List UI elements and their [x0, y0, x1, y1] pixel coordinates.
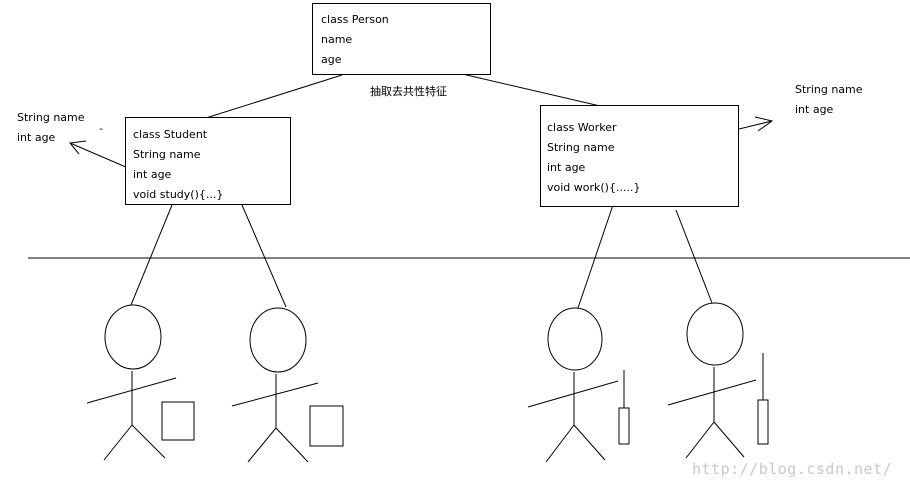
worker-method-work: void work(){.....}: [547, 181, 641, 194]
worker-to-figure-2: [675, 209, 713, 304]
extract-common-label: 抽取去共性特征: [370, 85, 447, 98]
student-to-figure-1: [130, 204, 173, 306]
right-extracted-field-name: String name: [795, 83, 863, 96]
worker-figure-2: [667, 302, 769, 459]
worker-figure-1: [527, 307, 630, 463]
tool-icon: [618, 407, 630, 445]
tool-icon: [757, 399, 769, 445]
left-extracted-dash: -: [99, 122, 103, 135]
worker-field-age: int age: [547, 161, 586, 174]
worker-class-box: class Worker String name int age void wo…: [540, 105, 739, 207]
book-icon: [161, 401, 195, 441]
student-class-name: class Student: [133, 128, 208, 141]
left-extracted-field-name: String name: [17, 111, 85, 124]
student-arrowhead: [69, 140, 87, 155]
worker-field-name: String name: [547, 141, 615, 154]
person-class-name: class Person: [321, 13, 389, 26]
student-field-age: int age: [133, 168, 172, 181]
right-extracted-field-age: int age: [795, 103, 834, 116]
watermark-text: http://blog.csdn.net/: [692, 460, 893, 478]
student-method-study: void study(){...}: [133, 188, 224, 201]
student-figure-1: [86, 304, 195, 461]
person-class-box: class Person name age: [312, 3, 491, 75]
left-extracted-field-age: int age: [17, 131, 56, 144]
worker-to-figure-1: [577, 204, 614, 309]
person-student-link: [189, 74, 343, 124]
student-figure-2: [231, 307, 344, 463]
worker-class-name: class Worker: [547, 121, 617, 134]
student-to-figure-2: [241, 204, 287, 308]
worker-arrowhead: [754, 116, 774, 132]
student-field-name: String name: [133, 148, 201, 161]
person-field-age: age: [321, 53, 342, 66]
person-field-name: name: [321, 33, 353, 46]
book-icon: [309, 405, 344, 447]
student-class-box: class Student String name int age void s…: [125, 117, 291, 205]
